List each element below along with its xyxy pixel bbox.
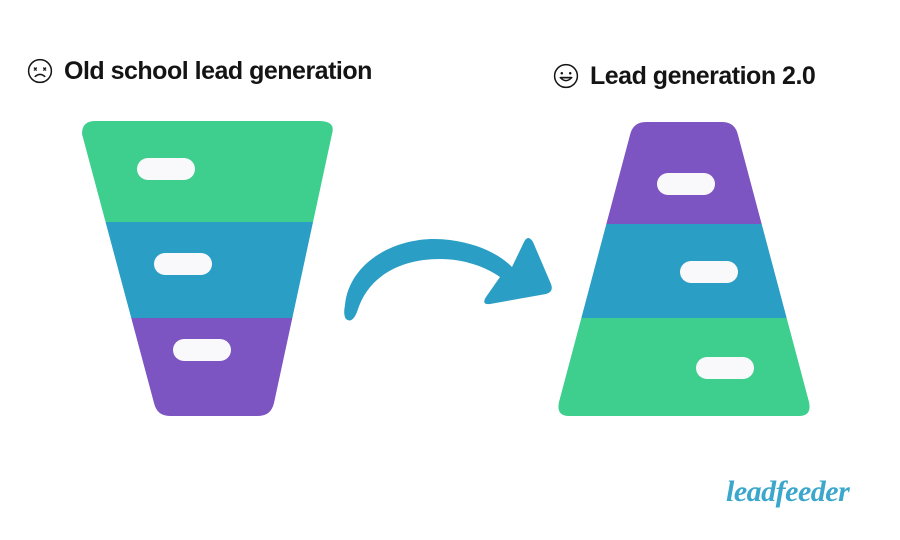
funnel-stage-purple (558, 122, 810, 224)
funnel-stage-pill-green (137, 158, 195, 180)
funnel-stage-pill-purple (657, 173, 715, 195)
funnel-stage-pill-teal (680, 261, 738, 283)
leadfeeder-logo: leadfeeder (724, 468, 860, 514)
heading-old-school-label: Old school lead generation (64, 56, 372, 85)
smiling-face-icon (553, 63, 579, 89)
heading-lead-gen-2-label: Lead generation 2.0 (590, 61, 816, 90)
funnel-stage-pill-green (696, 357, 754, 379)
funnel-stage-pill-purple (173, 339, 231, 361)
leadfeeder-logo-text: leadfeeder (726, 475, 850, 508)
curved-transition-arrow-icon (340, 222, 556, 328)
old-school-funnel (78, 117, 340, 420)
heading-old-school: Old school lead generation (27, 58, 372, 84)
funnel-stage-green (558, 318, 810, 416)
lead-gen-2-funnel (552, 118, 814, 420)
frowning-face-icon (27, 58, 53, 84)
heading-lead-gen-2: Lead generation 2.0 (553, 61, 816, 90)
funnel-stage-green (82, 121, 333, 222)
funnel-stage-purple (82, 318, 333, 416)
funnel-stage-pill-teal (154, 253, 212, 275)
